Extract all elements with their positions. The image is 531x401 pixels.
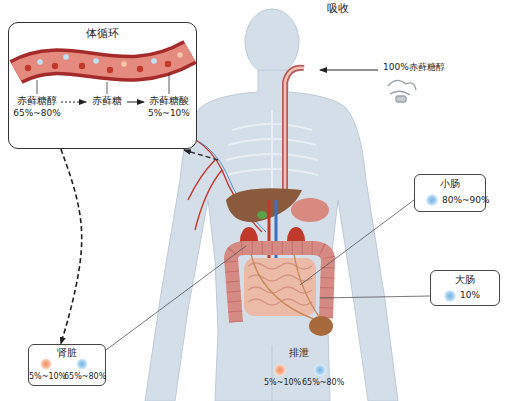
red-cell bbox=[165, 61, 171, 67]
esophagus-inner bbox=[285, 68, 304, 198]
conversion-arrow bbox=[61, 102, 86, 103]
sternum bbox=[271, 110, 273, 190]
node-title: 赤藓糖醇 bbox=[13, 95, 61, 106]
esophagus bbox=[285, 68, 304, 198]
node-title: 赤藓糖酸 bbox=[145, 95, 193, 106]
absorption-arrow bbox=[184, 150, 218, 160]
ribcage bbox=[226, 110, 318, 190]
leader-line bbox=[106, 246, 246, 350]
red-cell bbox=[25, 65, 31, 71]
metabolite-item: 赤藓糖醇 65%~80% bbox=[13, 95, 61, 123]
large-intestine-folds bbox=[231, 248, 328, 322]
node-value: 10% bbox=[460, 290, 498, 301]
icon-swirl bbox=[388, 80, 416, 90]
bladder bbox=[309, 316, 333, 336]
organ-box: 大肠 10% bbox=[430, 270, 500, 306]
liver bbox=[226, 188, 302, 222]
gallbladder bbox=[257, 211, 267, 219]
stage-heading: 吸收 bbox=[327, 2, 349, 15]
erythritol-dot bbox=[93, 58, 99, 64]
percent-dot bbox=[41, 359, 52, 370]
large-intestine bbox=[231, 248, 328, 322]
node-title: 体循环 bbox=[9, 27, 195, 40]
leg-gap bbox=[272, 345, 273, 401]
head-silhouette bbox=[245, 9, 299, 75]
percent-dot bbox=[444, 290, 456, 302]
node-value: 80%~90% bbox=[442, 195, 485, 206]
node-value: 5%~10% bbox=[145, 108, 193, 119]
percent-dot bbox=[426, 194, 438, 206]
red-cell bbox=[137, 66, 143, 72]
stomach bbox=[291, 198, 329, 222]
node-value: 65%~80% bbox=[64, 372, 105, 382]
metabolite-item: 赤藓糖 bbox=[87, 95, 127, 109]
organ-box: 肾脏 5%~10%65%~80% bbox=[28, 344, 106, 386]
organ-box: 小肠 80%~90% bbox=[414, 174, 486, 212]
icon-swirl bbox=[390, 91, 410, 95]
pointer-line bbox=[37, 73, 169, 94]
conversion-arrow bbox=[127, 102, 144, 103]
circulation-box: 体循环赤藓糖醇 65%~80% 赤藓糖 赤藓糖酸 5%~10% bbox=[8, 22, 197, 149]
leader-line bbox=[320, 296, 430, 298]
node-title: 赤藓糖 bbox=[87, 95, 127, 106]
node-title: 大肠 bbox=[431, 274, 499, 285]
percent-label: 5%~10% bbox=[264, 378, 301, 388]
intake-label: 100%赤藓糖醇 bbox=[383, 62, 445, 73]
leader-line bbox=[300, 200, 414, 285]
erythritol-dot bbox=[63, 54, 69, 60]
blood-vessel-lumen bbox=[16, 52, 190, 72]
erythritol-dot bbox=[151, 58, 157, 64]
metabolite-dot bbox=[177, 52, 183, 58]
percent-dot bbox=[314, 364, 326, 376]
intake-icon bbox=[388, 80, 416, 102]
edge-layer bbox=[61, 102, 144, 344]
metabolite-item: 赤藓糖酸 5%~10% bbox=[145, 95, 193, 123]
intake-arrow bbox=[320, 69, 378, 70]
ureter bbox=[251, 254, 320, 320]
red-cell bbox=[52, 63, 58, 69]
red-cell bbox=[107, 67, 113, 73]
flow-arrow bbox=[61, 149, 82, 344]
metabolite-dot bbox=[121, 61, 127, 67]
percent-label: 65%~80% bbox=[302, 378, 344, 388]
percent-dot bbox=[274, 364, 286, 376]
percent-dot bbox=[77, 359, 88, 370]
stage-heading: 排泄 bbox=[289, 347, 309, 359]
blood-cells bbox=[25, 52, 183, 73]
node-value: 5%~10% bbox=[29, 372, 65, 382]
node-value: 65%~80% bbox=[13, 108, 61, 119]
blood-vessel-wall bbox=[16, 52, 190, 72]
icon-cup bbox=[396, 96, 406, 102]
node-title: 肾脏 bbox=[29, 347, 105, 358]
node-title: 小肠 bbox=[415, 178, 485, 189]
red-cell bbox=[79, 63, 85, 69]
erythritol-dot bbox=[37, 59, 43, 65]
